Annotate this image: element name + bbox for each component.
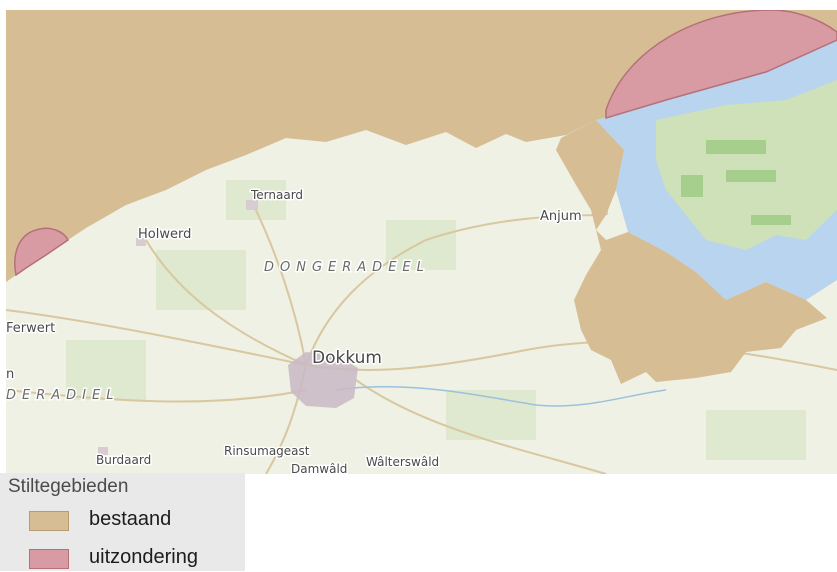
region-label-dongeradeel: DONGERADEEL bbox=[264, 260, 430, 275]
canal bbox=[335, 386, 667, 407]
place-label-holwerd: Holwerd bbox=[138, 227, 191, 242]
place-label-ferwert: Ferwert bbox=[6, 321, 55, 336]
bestaand-swatch bbox=[29, 511, 69, 531]
place-label-dokkum: Dokkum bbox=[312, 348, 382, 368]
bestaand-zone-lauwersmeer bbox=[556, 120, 827, 384]
place-label-edge: n bbox=[6, 367, 14, 382]
field-patches bbox=[66, 180, 806, 460]
place-label-walterswald: Wâlterswâld bbox=[366, 455, 439, 469]
place-label-damwald: Damwâld bbox=[291, 462, 347, 474]
place-label-rinsumageast: Rinsumageast bbox=[224, 444, 310, 458]
legend-label-bestaand: bestaand bbox=[89, 508, 172, 530]
region-label-ferwerderadiel: DERADIEL bbox=[6, 388, 119, 403]
dokkum-town bbox=[288, 352, 358, 408]
place-label-burdaard: Burdaard bbox=[96, 453, 151, 467]
place-label-temaard: Ternaard bbox=[250, 188, 303, 202]
place-label-anjum: Anjum bbox=[540, 209, 582, 224]
legend-label-uitzondering: uitzondering bbox=[89, 546, 198, 568]
uitzondering-zone-west bbox=[14, 227, 69, 277]
lauwersoog-land bbox=[656, 80, 837, 250]
map-legend: Stiltegebieden bestaand uitzondering bbox=[0, 473, 245, 571]
uitzondering-swatch bbox=[29, 549, 69, 569]
map-canvas[interactable]: Ternaard Holwerd Anjum Ferwert Dokkum n … bbox=[6, 10, 837, 474]
island-patches bbox=[681, 140, 791, 225]
legend-title: Stiltegebieden bbox=[8, 476, 129, 497]
